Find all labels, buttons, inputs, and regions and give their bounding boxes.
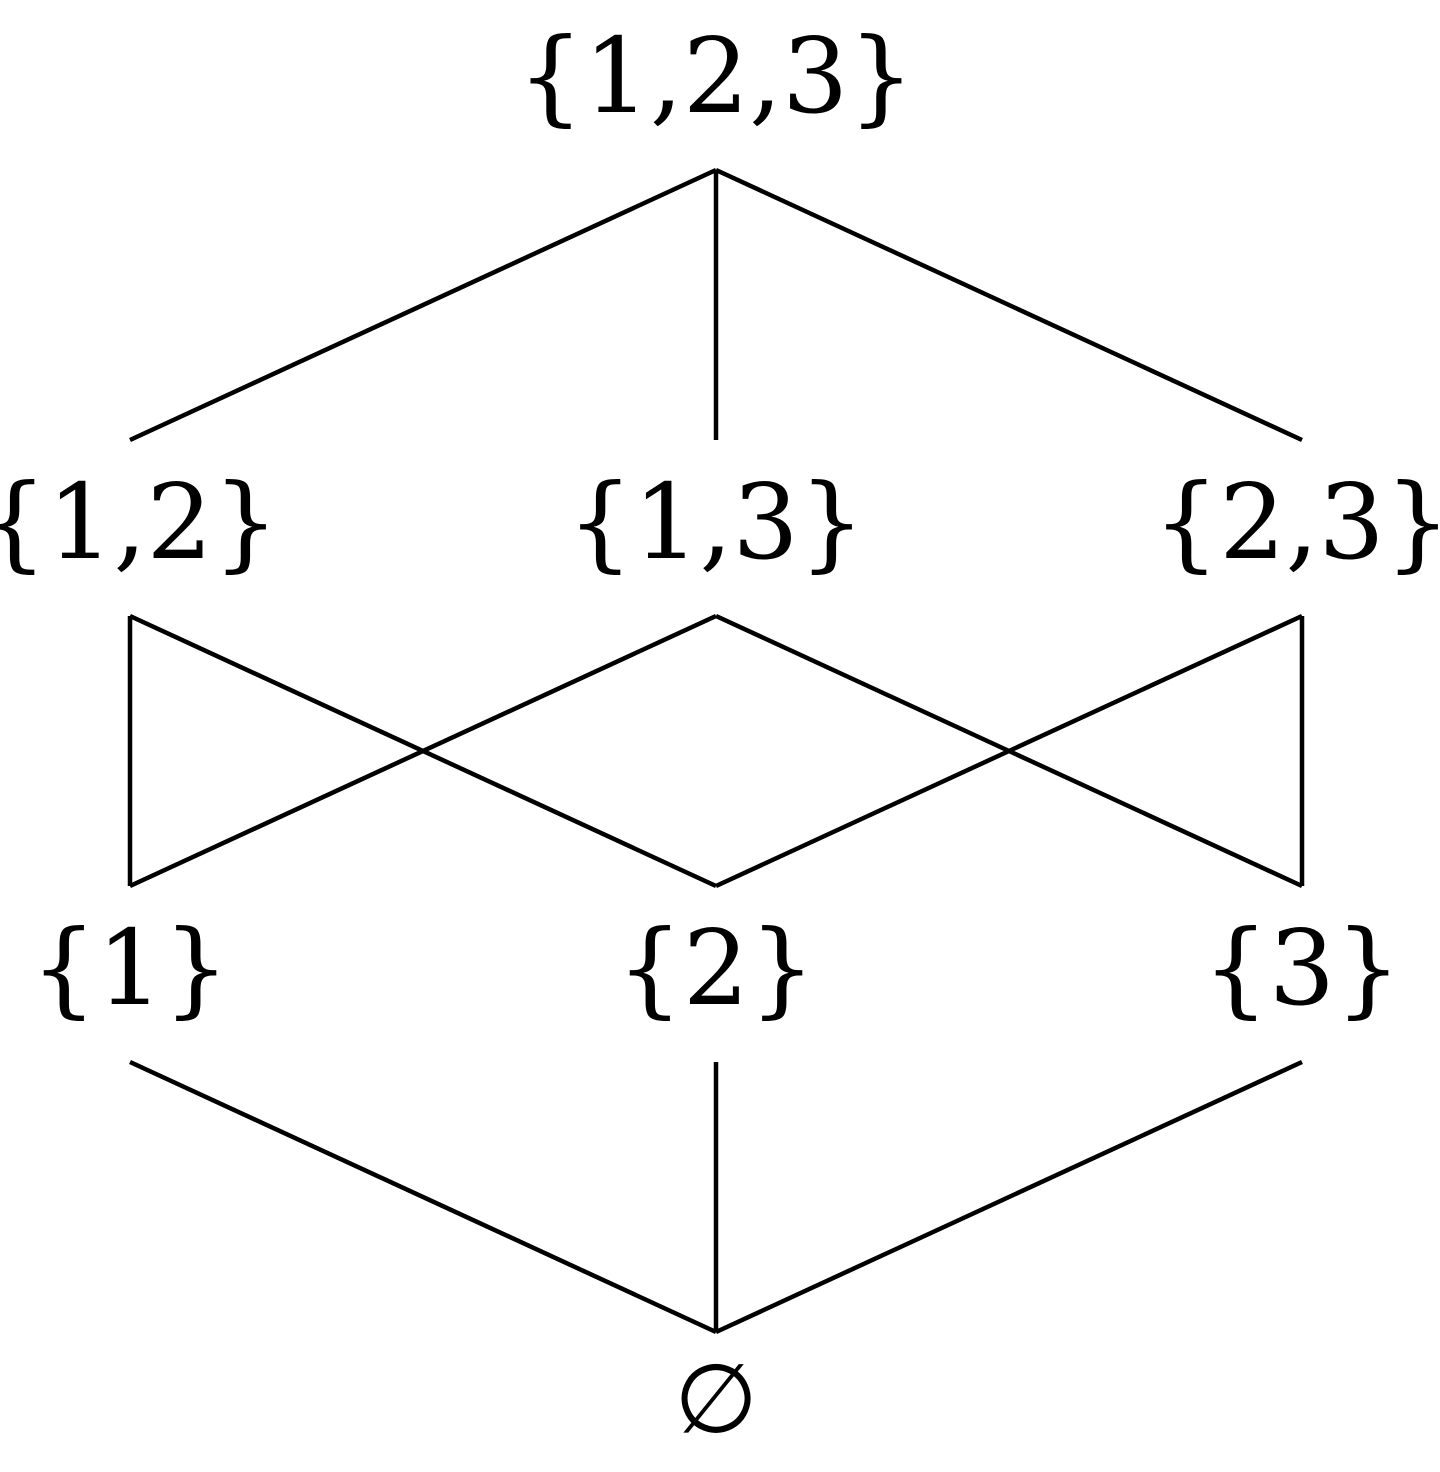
edge-top-to-pair_12 xyxy=(129,167,717,443)
edge-top-to-pair_23 xyxy=(715,167,1303,443)
edge-single_1-to-bottom xyxy=(129,1059,717,1335)
edge-single_3-to-bottom xyxy=(715,1059,1303,1335)
node-label-pair-23: {2,3} xyxy=(1153,461,1440,583)
edge-pair_23-to-single_2 xyxy=(715,613,1303,889)
lattice-edges xyxy=(127,167,1305,1335)
node-label-single-2: {2} xyxy=(617,907,816,1029)
node-label-pair-13: {1,3} xyxy=(567,461,865,583)
node-label-single-3: {3} xyxy=(1203,907,1402,1029)
node-label-single-1: {1} xyxy=(31,907,230,1029)
node-label-top: {1,2,3} xyxy=(518,15,915,137)
edge-pair_13-to-single_1 xyxy=(129,613,717,889)
node-label-pair-12: {1,2} xyxy=(0,461,279,583)
node-label-bottom: ∅ xyxy=(674,1343,758,1455)
